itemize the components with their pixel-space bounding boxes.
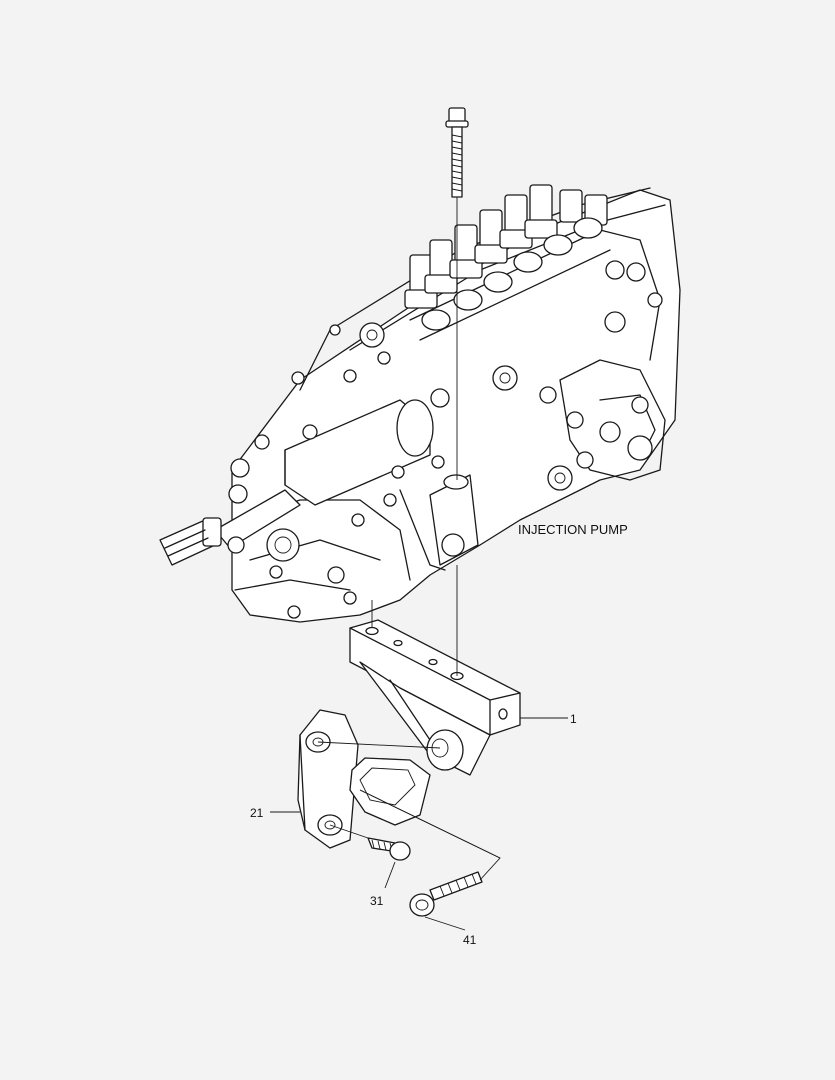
through-bolt: [445, 107, 469, 480]
callout-21: 21: [250, 806, 264, 820]
section-label-injection-pump: INJECTION PUMP: [518, 522, 628, 537]
pump-mounting-boss: [399, 474, 479, 571]
pump-fittings: [227, 260, 663, 619]
callout-31: 31: [370, 894, 384, 908]
callout-1: 1: [570, 712, 577, 726]
stop-solenoid: [214, 399, 434, 549]
delivery-valve-row: [404, 184, 608, 331]
electrical-connector: [159, 517, 222, 566]
callout-41: 41: [463, 933, 477, 947]
injection-pump-assembly: [159, 184, 681, 623]
part-21-link-plate: [270, 709, 501, 859]
part-41-bolt: [359, 789, 501, 931]
part-31-bolt: [367, 837, 411, 889]
part-1-bracket: [349, 565, 568, 776]
